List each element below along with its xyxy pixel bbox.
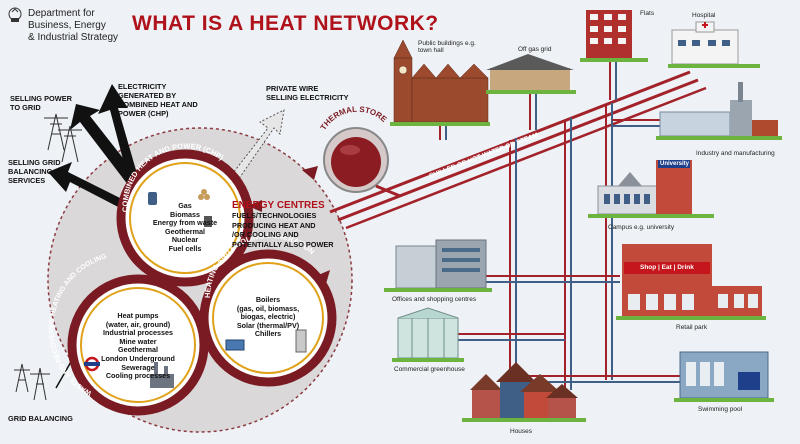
pylon-icon bbox=[14, 113, 82, 401]
pool-caption: Swimming pool bbox=[698, 406, 743, 413]
campus-building bbox=[588, 160, 714, 218]
energy-centres-line: PRODUCING HEAT AND bbox=[232, 220, 316, 230]
campus-caption: Campus e.g. university bbox=[608, 224, 675, 231]
houses-caption: Houses bbox=[510, 428, 533, 435]
offices-caption: Offices and shopping centres bbox=[392, 296, 477, 303]
greenhouse-building bbox=[392, 307, 464, 362]
houses-building bbox=[462, 362, 586, 422]
energy-centres-line: FUELS/TECHNOLOGIES bbox=[232, 211, 317, 220]
energy-centres-block: ENERGY CENTRES FUELS/TECHNOLOGIES PRODUC… bbox=[232, 200, 334, 249]
hospital-caption: Hospital bbox=[692, 12, 716, 19]
grid-balancing-label: GRID BALANCING bbox=[8, 414, 73, 423]
waste-items: Heat pumps(water, air, ground)Industrial… bbox=[101, 311, 175, 381]
solar-panel-icon bbox=[225, 339, 245, 351]
hospital-building bbox=[668, 21, 760, 68]
flats-caption: Flats bbox=[640, 10, 655, 17]
chp-circle bbox=[116, 149, 254, 287]
arrow-electricity bbox=[98, 84, 140, 186]
logo-line-3: & Industrial Strategy bbox=[28, 32, 119, 43]
off-grid-caption: Off gas grid bbox=[518, 46, 552, 53]
flats-building bbox=[580, 10, 648, 62]
energy-centres-title: ENERGY CENTRES bbox=[232, 200, 325, 211]
page-title: WHAT IS A HEAT NETWORK? bbox=[132, 12, 439, 35]
grass-strip bbox=[390, 122, 490, 126]
off-grid-house bbox=[486, 54, 576, 94]
connector-arrows bbox=[248, 166, 330, 284]
logo-line-1: Department for bbox=[28, 8, 95, 19]
thermal-store bbox=[323, 127, 401, 198]
gas-cylinder-icon bbox=[148, 192, 157, 205]
crest-icon bbox=[8, 7, 22, 22]
industry-caption: Industry and manufacturing bbox=[696, 150, 775, 157]
public-buildings-caption: Public buildings e.g.town hall bbox=[418, 40, 476, 54]
greenhouse-caption: Commercial greenhouse bbox=[394, 366, 465, 373]
offices-building bbox=[384, 239, 492, 292]
grid-arrow bbox=[55, 359, 73, 389]
industry-building bbox=[656, 82, 782, 140]
university-sign: University bbox=[660, 161, 690, 167]
heating-items: Boilers(gas, oil, biomass,biogas, electr… bbox=[236, 295, 300, 339]
underground-icon bbox=[84, 356, 100, 372]
arrow-selling-grid bbox=[48, 162, 128, 210]
energy-centres-line: POTENTIALLY ALSO POWER bbox=[232, 239, 334, 249]
retail-caption: Retail park bbox=[676, 324, 708, 331]
shop-sign: Shop | Eat | Drink bbox=[640, 264, 694, 271]
factory-icon bbox=[150, 362, 174, 388]
retail-building bbox=[616, 244, 766, 320]
biomass-logs-icon bbox=[198, 189, 210, 200]
energy-centres-line: /OR COOLING AND bbox=[232, 230, 299, 239]
pool-building bbox=[674, 351, 774, 402]
chiller-icon bbox=[295, 329, 307, 353]
logo-line-2: Business, Energy bbox=[28, 20, 106, 31]
pipe-label: CHILLED OR HOT WATER OR STEAM bbox=[428, 132, 539, 180]
public-building bbox=[393, 39, 489, 123]
bin-icon bbox=[204, 216, 212, 227]
